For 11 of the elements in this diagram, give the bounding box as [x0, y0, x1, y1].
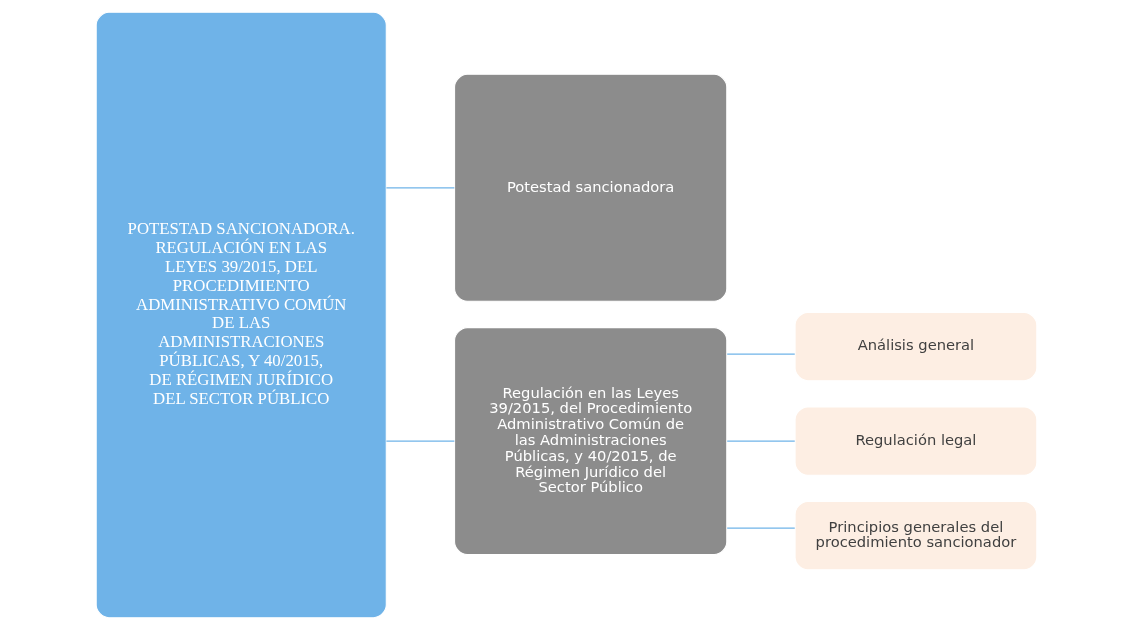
connector [385, 440, 455, 442]
node-box: POTESTAD SANCIONADORA. REGULACIÓN EN LAS LEYES 39/2015, DEL PROCEDIMIENTO ADMINISTRATIVO COMÚN DE LAS ADMINISTRACIONES PÚBLICAS, Y 40/2015, DE RÉGIMEN JURÍDICO DEL SECTOR PÚBLICO [95, 11, 387, 619]
node-box: Principios generales del procedimiento sancionador [794, 501, 1037, 571]
node-box: Regulación legal [794, 406, 1037, 476]
node-box: Potestad sancionadora [453, 73, 727, 302]
connector [726, 527, 795, 529]
node-box: Regulación en las Leyes 39/2015, del Procedimiento Administrativo Común de las Administraciones Públicas, y 40/2015, de Régimen Jurídico del Sector Público [453, 327, 727, 556]
node-box: Análisis general [794, 311, 1037, 382]
connector [726, 353, 795, 355]
connector [726, 440, 795, 442]
connector [385, 187, 455, 189]
